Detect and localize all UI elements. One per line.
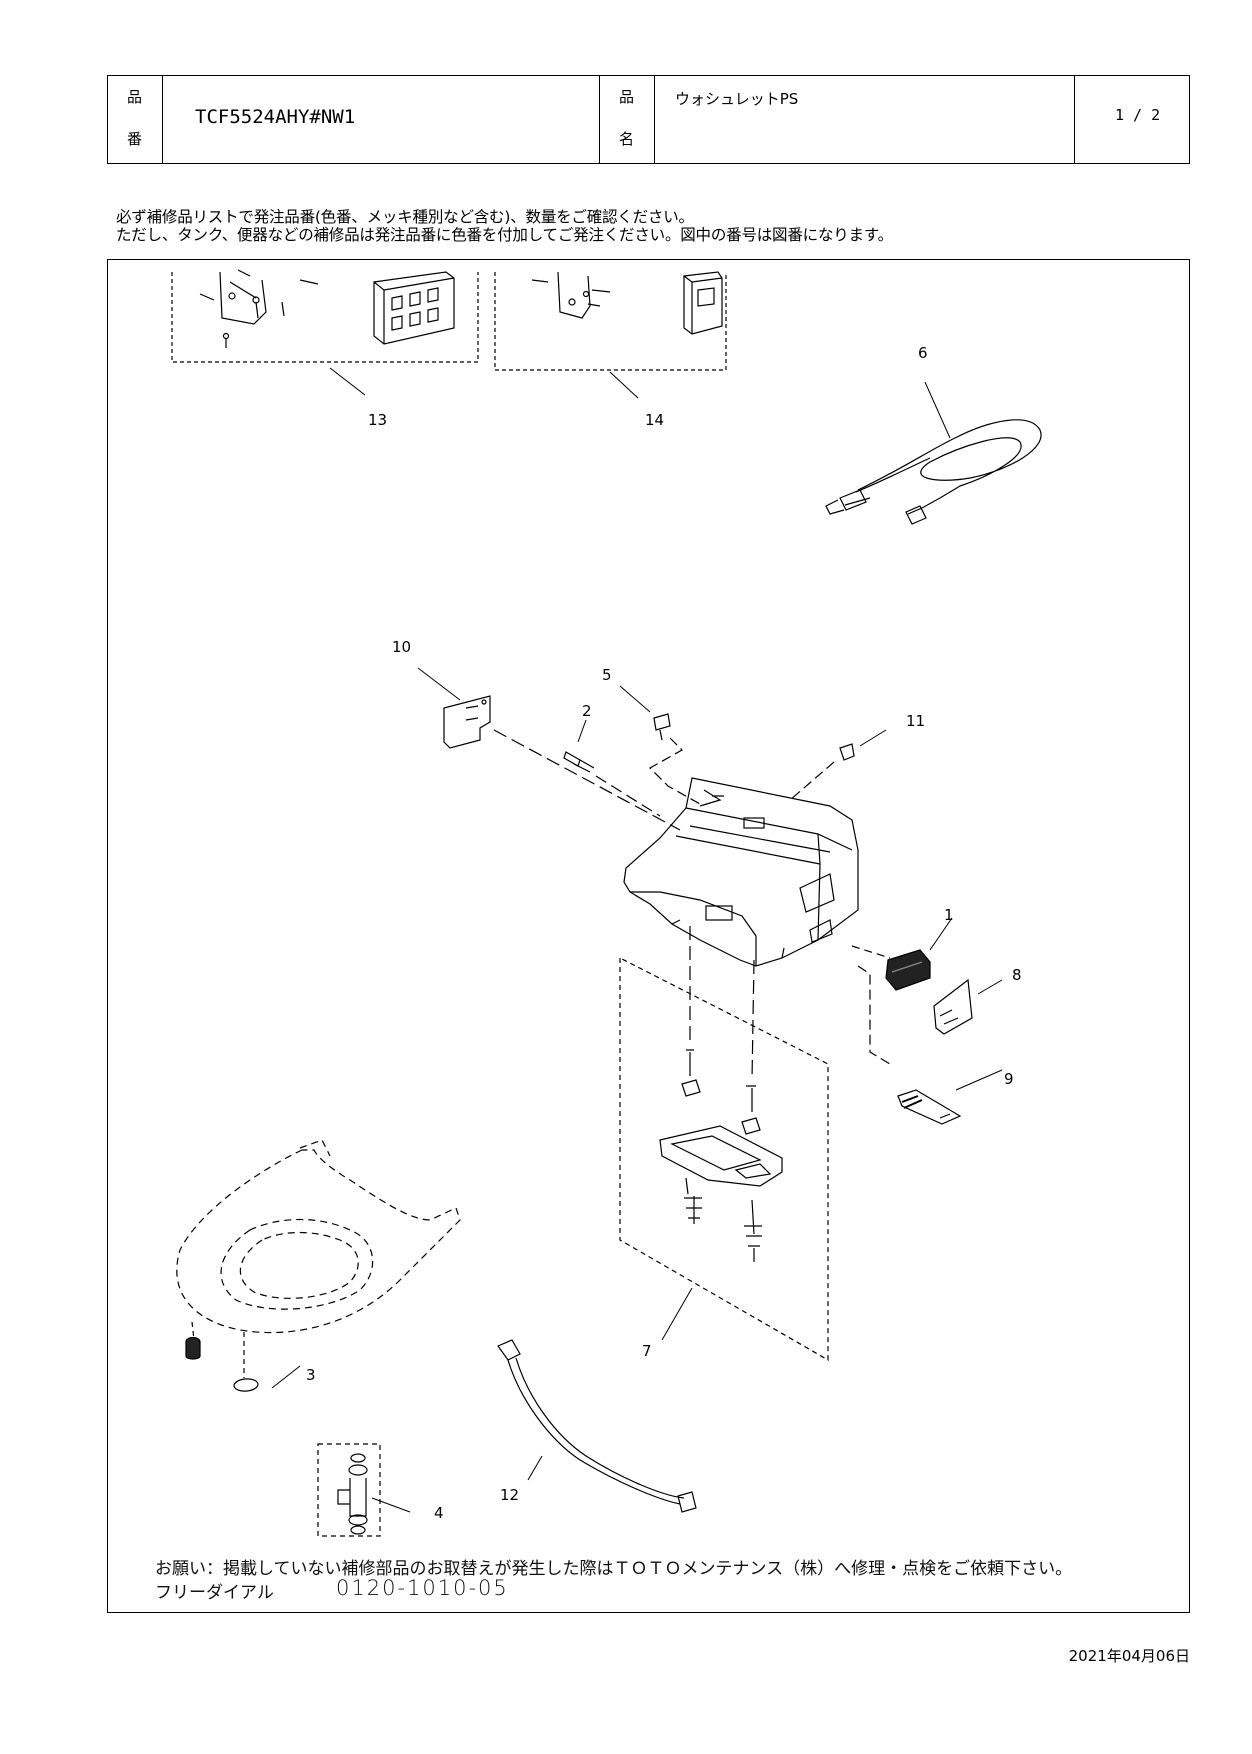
callout-9: 9 bbox=[1004, 1070, 1014, 1088]
part-11-small-clip bbox=[789, 729, 887, 801]
page-cell: 1 / 2 bbox=[1075, 76, 1189, 163]
part-9-nozzle-plate bbox=[897, 1069, 1003, 1125]
header-table: 品 番 TCF5524AHY#NW1 品 名 ウォシュレットPS 1 / 2 bbox=[107, 75, 1190, 164]
freedial-number: 0120-1010-05 bbox=[336, 1576, 509, 1600]
part-1-filter bbox=[851, 917, 953, 991]
callout-11: 11 bbox=[906, 712, 925, 730]
document-date: 2021年04月06日 bbox=[1068, 1647, 1190, 1665]
callout-1: 1 bbox=[944, 906, 954, 924]
callout-10: 10 bbox=[392, 638, 411, 656]
callout-2: 2 bbox=[582, 702, 592, 720]
callout-4: 4 bbox=[434, 1504, 444, 1522]
part-3-seat-buffers bbox=[185, 1321, 301, 1392]
part-no-label-cell: 品 番 bbox=[108, 76, 163, 163]
part-2-screw bbox=[563, 719, 661, 817]
name-label-cell: 品 名 bbox=[600, 76, 655, 163]
part-no-label-bottom: 番 bbox=[127, 130, 143, 148]
notice-line-1: 必ず補修品リストで発注品番(色番、メッキ種別など含む)、数量をご確認ください。 bbox=[116, 208, 694, 226]
part-5-clip bbox=[619, 685, 701, 805]
part-no-label-top: 品 bbox=[127, 88, 143, 106]
freedial-label: フリーダイアル bbox=[155, 1583, 274, 1603]
callout-12: 12 bbox=[500, 1486, 519, 1504]
callout-7: 7 bbox=[642, 1342, 652, 1360]
part-no-cell: TCF5524AHY#NW1 bbox=[163, 76, 600, 163]
part-10-side-plate bbox=[417, 667, 681, 831]
callout-5: 5 bbox=[602, 666, 612, 684]
product-name: ウォシュレットPS bbox=[675, 90, 799, 108]
part-12-hose bbox=[497, 1339, 697, 1513]
part-13-remote-set bbox=[171, 269, 479, 396]
part-7-base-plate-group bbox=[619, 926, 829, 1362]
callout-8: 8 bbox=[1012, 966, 1022, 984]
callout-13: 13 bbox=[368, 411, 387, 429]
diagram-frame bbox=[107, 259, 1190, 1613]
part-14-remote-set-small bbox=[494, 271, 727, 399]
maintenance-request: お願い：掲載していない補修部品のお取替えが発生した際はＴＯＴＯメンテナンス（株）… bbox=[155, 1559, 1073, 1579]
part-6-power-cord bbox=[825, 381, 1042, 525]
page-number: 1 / 2 bbox=[1115, 106, 1161, 124]
product-name-cell: ウォシュレットPS bbox=[655, 76, 1075, 163]
part-8-cover bbox=[857, 965, 1003, 1065]
part-number: TCF5524AHY#NW1 bbox=[195, 106, 356, 128]
part-4-valve-group bbox=[317, 1443, 411, 1537]
main-body-unit bbox=[623, 777, 859, 967]
callout-14: 14 bbox=[645, 411, 664, 429]
name-label-top: 品 bbox=[619, 88, 635, 106]
callout-3: 3 bbox=[306, 1366, 316, 1384]
name-label-bottom: 名 bbox=[619, 130, 635, 148]
notice-line-2: ただし、タンク、便器などの補修品は発注品番に色番を付加してご発注ください。図中の… bbox=[116, 226, 893, 244]
toilet-seat bbox=[176, 1139, 461, 1334]
callout-6: 6 bbox=[918, 344, 928, 362]
